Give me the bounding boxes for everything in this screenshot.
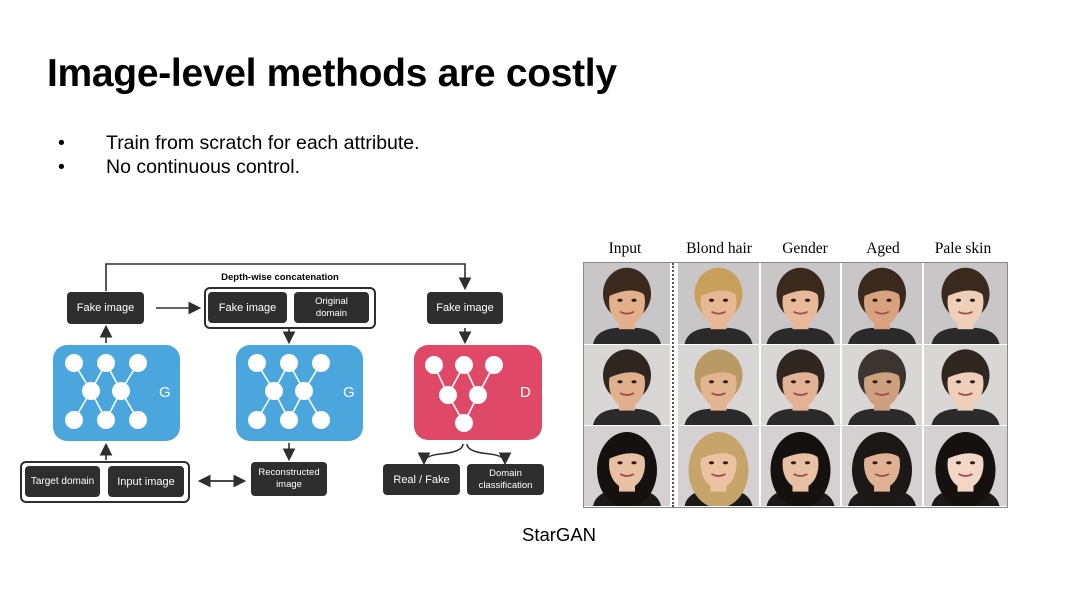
input-separator (672, 263, 674, 507)
face-thumbnail (842, 345, 922, 425)
network-nodes (425, 356, 503, 432)
column-header: Pale skin (934, 240, 992, 257)
network-nodes (248, 354, 330, 429)
reconstructed-image-box: Reconstructed image (251, 462, 327, 496)
top-loop-arrow (105, 263, 472, 291)
column-header: Blond hair (686, 240, 752, 257)
stargan-architecture-diagram: Depth-wise concatenation Fake image Fake… (0, 0, 560, 520)
arrow-d-realfake (417, 443, 464, 466)
bullet-symbol: • (58, 156, 65, 178)
fake-image-box: Fake image (427, 292, 503, 324)
discriminator-network (414, 345, 542, 440)
face-thumbnail (761, 345, 840, 425)
face-thumbnail (584, 345, 670, 425)
original-domain-box: Original domain (294, 292, 369, 323)
generator-label: G (343, 384, 355, 401)
face-thumbnail (678, 426, 759, 506)
network-nodes (65, 354, 147, 429)
diagram-top-label: Depth-wise concatenation (221, 272, 339, 283)
generator-network (53, 345, 180, 441)
face-thumbnail (584, 263, 670, 344)
target-domain-box: Target domain (25, 466, 100, 497)
fake-image-box: Fake image (208, 292, 287, 323)
face-thumbnail (842, 263, 922, 344)
face-thumbnail (924, 263, 1007, 344)
bullet-text: No continuous control. (106, 156, 301, 178)
slide-title: Image-level methods are costly (47, 52, 617, 95)
face-thumbnail (924, 345, 1007, 425)
fake-image-box: Fake image (67, 292, 144, 324)
stargan-results-figure: Input Blond hair Gender Aged Pale skin (583, 240, 1008, 508)
arrow-d-cls (466, 443, 512, 466)
discriminator-label: D (520, 384, 531, 401)
bullet-symbol: • (58, 132, 65, 154)
diagram-connectors (99, 263, 512, 488)
column-header: Input (608, 240, 642, 257)
column-header: Aged (866, 240, 900, 257)
face-thumbnail (761, 426, 840, 506)
bullet-text: Train from scratch for each attribute. (106, 132, 420, 154)
face-image-grid (583, 262, 1008, 508)
input-image-box: Input image (108, 466, 184, 497)
column-header: Gender (782, 240, 828, 257)
domain-classification-box: Domain classification (467, 464, 544, 495)
face-thumbnail (924, 426, 1007, 506)
generator-network (236, 345, 363, 441)
real-fake-box: Real / Fake (383, 464, 460, 495)
face-thumbnail (584, 426, 670, 506)
face-thumbnail (678, 263, 759, 344)
figure-caption: StarGAN (522, 524, 597, 545)
face-thumbnail (761, 263, 840, 344)
face-thumbnail (678, 345, 759, 425)
face-thumbnail (842, 426, 922, 506)
generator-label: G (159, 384, 171, 401)
